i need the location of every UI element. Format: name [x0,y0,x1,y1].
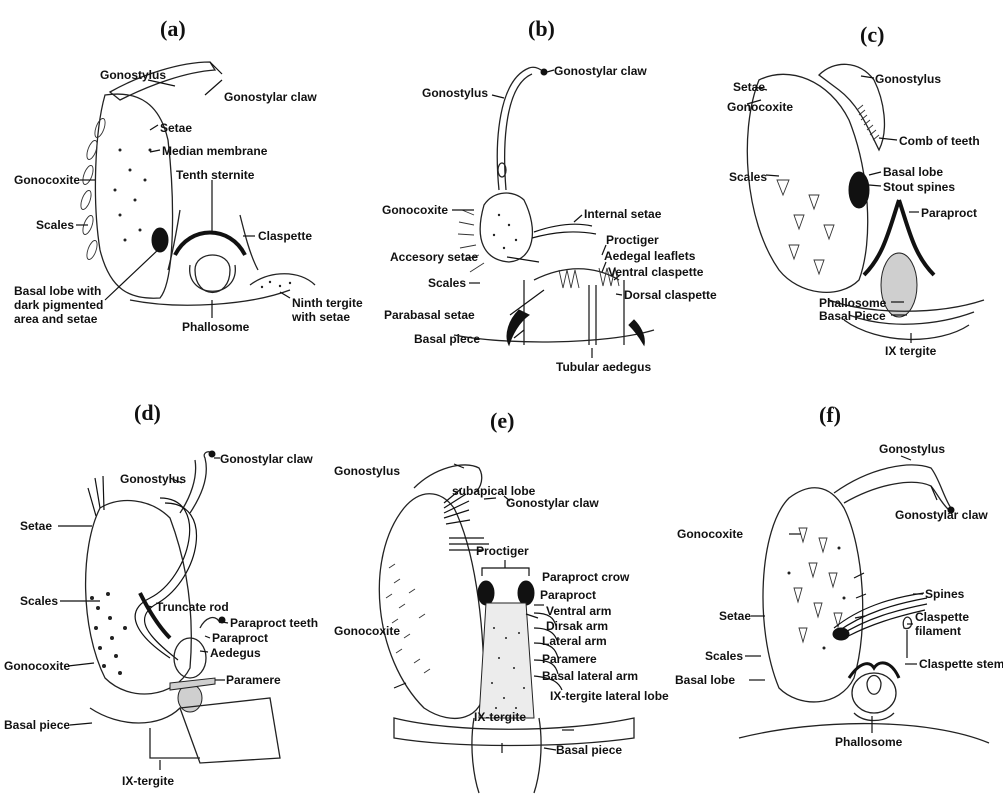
label-setae: Setae [733,80,765,94]
label-internal-setae: Internal setae [584,207,661,221]
label-tenth-sternite: Tenth sternite [176,168,254,182]
label-proctiger: Proctiger [606,233,659,247]
panel-d: (d) Gonostylar claw Gonostylus Setae Sca… [0,398,334,796]
label-tubular-aedegus: Tubular aedegus [556,360,651,374]
label-paraproct: Paraproct [540,588,596,602]
label-ix-tergite: IX tergite [885,344,936,358]
label-claspette-filament-2: filament [915,624,961,638]
label-gonostylar-claw: Gonostylar claw [224,90,317,104]
panel-e-title: (e) [490,408,514,434]
panel-b-drawing [334,0,669,398]
label-basal-lobe: Basal lobe [675,673,735,687]
panel-e: (e) Gonostylus subapical lobe Gonostylar… [334,398,669,796]
label-ix-tergite: IX-tergite [474,710,526,724]
label-basal-lobe: Basal lobe [883,165,943,179]
label-basal-lobe-3: area and setae [14,312,97,326]
panel-b: (b) Gonostylar claw Gonostylus Gonocoxit… [334,0,669,398]
label-scales: Scales [20,594,58,608]
label-paraproct-teeth: Paraproct teeth [230,616,318,630]
label-paramere: Paramere [542,652,597,666]
label-median-membrane: Median membrane [162,144,267,158]
label-stout-spines: Stout spines [883,180,955,194]
label-paramere: Paramere [226,673,281,687]
label-aedegus: Aedegus [210,646,261,660]
label-gonocoxite: Gonocoxite [4,659,70,673]
panel-f: (f) Gonostylus Gonostylar claw Gonocoxit… [669,398,1003,796]
label-claspette-filament-1: Claspette [915,610,969,624]
label-comb-of-teeth: Comb of teeth [899,134,980,148]
label-paraproct: Paraproct [212,631,268,645]
label-setae: Setae [160,121,192,135]
panel-c: (c) Setae Gonostylus Gonocoxite Comb of … [669,0,1003,398]
label-gonostylar-claw: Gonostylar claw [220,452,313,466]
label-basal-lateral-arm: Basal lateral arm [542,669,638,683]
label-gonostylar-claw: Gonostylar claw [895,508,988,522]
label-spines: Spines [925,587,964,601]
label-setae: Setae [719,609,751,623]
label-gonostylar-claw: Gonostylar claw [506,496,599,510]
label-claspette-stem: Claspette stem [919,657,1003,671]
label-ventral-arm: Ventral arm [546,604,611,618]
label-claspette: Claspette [258,229,312,243]
label-phallosome: Phallosome [819,296,886,310]
label-basal-lobe-1: Basal lobe with [14,284,101,298]
label-gonocoxite: Gonocoxite [677,527,743,541]
label-setae: Setae [20,519,52,533]
label-gonocoxite: Gonocoxite [334,624,400,638]
label-scales: Scales [729,170,767,184]
label-gonocoxite: Gonocoxite [14,173,80,187]
label-ix-tergite: IX-tergite [122,774,174,788]
label-gonostylus: Gonostylus [422,86,488,100]
label-ix-tergite-lateral-lobe: IX-tergite lateral lobe [550,689,669,703]
panel-c-title: (c) [860,22,884,48]
label-basal-piece: Basal piece [414,332,480,346]
label-gonostylus: Gonostylus [879,442,945,456]
panel-b-title: (b) [528,16,555,42]
panel-a-drawing [0,0,334,398]
panel-a: (a) Gonostylus Gonostylar claw Setae Med… [0,0,334,398]
label-basal-piece: Basal piece [4,718,70,732]
label-scales: Scales [36,218,74,232]
label-gonostylar-claw: Gonostylar claw [554,64,647,78]
label-paraproct-crow: Paraproct crow [542,570,629,584]
label-accesory-setae: Accesory setae [390,250,478,264]
label-gonostylus: Gonostylus [334,464,400,478]
label-dirsak-arm: Dirsak arm [546,619,608,633]
label-gonostylus: Gonostylus [100,68,166,82]
label-gonocoxite: Gonocoxite [382,203,448,217]
panel-a-title: (a) [160,16,186,42]
label-scales: Scales [428,276,466,290]
label-scales: Scales [705,649,743,663]
label-phallosome: Phallosome [835,735,902,749]
panel-d-title: (d) [134,400,161,426]
label-basal-piece: Basal piece [556,743,622,757]
label-gonocoxite: Gonocoxite [727,100,793,114]
label-gonostylus: Gonostylus [120,472,186,486]
panel-c-drawing [669,0,1003,398]
panel-e-drawing [334,398,669,796]
label-basal-lobe-2: dark pigmented [14,298,103,312]
panel-f-title: (f) [819,402,841,428]
label-parabasal-setae: Parabasal setae [384,308,475,322]
label-basal-piece: Basal Piece [819,309,886,323]
label-truncate-rod: Truncate rod [156,600,229,614]
label-lateral-arm: Lateral arm [542,634,607,648]
label-phallosome: Phallosome [182,320,249,334]
label-gonostylus: Gonostylus [875,72,941,86]
label-paraproct: Paraproct [921,206,977,220]
label-proctiger: Proctiger [476,544,529,558]
